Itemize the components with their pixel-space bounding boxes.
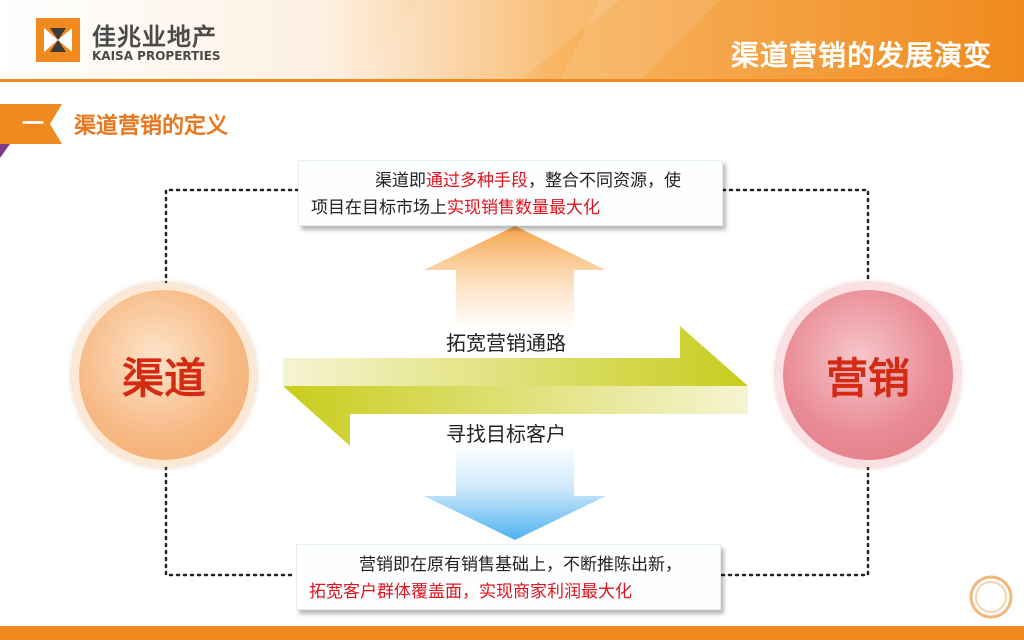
definition-highlight: 通过多种手段 [426,171,528,191]
channel-definition-box: 渠道即通过多种手段，整合不同资源，使 项目在目标市场上实现销售数量最大化 [298,160,723,226]
flow-label-right: 拓宽营销通路 [446,331,566,355]
definition-text: 项目在目标市场上 [311,198,447,218]
marketing-definition-box: 营销即在原有销售基础上，不断推陈出新， 拓宽客户群体覆盖面，实现商家利润最大化 [296,544,721,610]
section-number-tag [0,104,62,144]
page-title: 渠道营销的发展演变 [730,39,992,72]
right-arrow [283,326,748,386]
brand-name-cn: 佳兆业地产 [92,23,217,51]
header-banner: 佳兆业地产 KAISA PROPERTIES 渠道营销的发展演变 [0,0,1024,82]
header-background [0,0,1024,82]
definition-highlight: 拓宽客户群体覆盖面，实现商家利润最大化 [309,582,632,602]
brand-name-en: KAISA PROPERTIES [92,49,221,63]
definition-text: 渠道即 [375,171,426,191]
section-tag-fold [0,144,10,158]
marketing-label: 营销 [825,353,910,403]
flow-label-left: 寻找目标客户 [446,422,566,446]
definition-text: 营销即在原有销售基础上，不断推陈出新， [359,555,682,575]
section-number: 一 [21,112,44,137]
dotted-connectors [164,188,870,577]
down-arrow [424,444,606,540]
left-arrow [283,386,748,446]
channel-circle: 渠道 [72,283,256,467]
channel-label: 渠道 [121,353,206,403]
up-arrow [424,226,606,330]
kaisa-logo-icon [36,18,80,62]
decorative-ring-icon [969,575,1013,619]
marketing-circle: 营销 [776,283,960,467]
definition-highlight: 实现销售数量最大化 [447,198,600,218]
definition-text: ，整合不同资源，使 [528,171,681,191]
section-title: 渠道营销的定义 [74,114,229,139]
footer-bar [0,626,1024,640]
